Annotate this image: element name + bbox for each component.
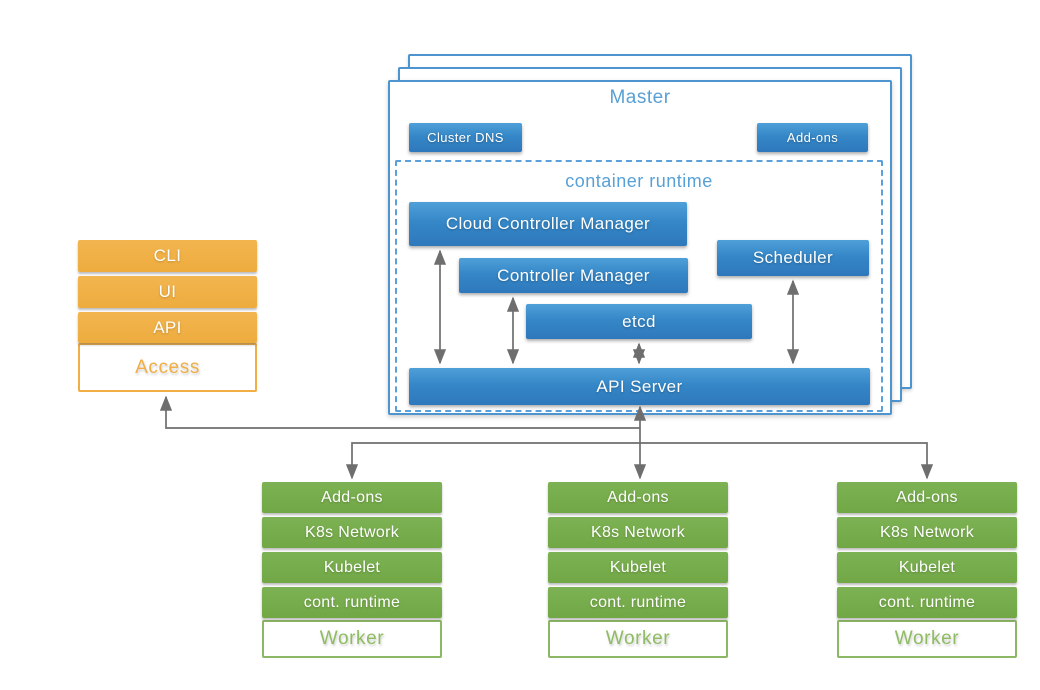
cloud-controller-manager-box: Cloud Controller Manager — [409, 202, 687, 246]
access-box: Access — [78, 343, 257, 392]
etcd-box: etcd — [526, 304, 752, 339]
worker-3-row-kubelet: Kubelet — [837, 552, 1017, 583]
worker-3-row-k8s-network: K8s Network — [837, 517, 1017, 548]
worker-2-row-cont-runtime: cont. runtime — [548, 587, 728, 618]
worker-3-box: Worker — [837, 620, 1017, 658]
access-row-ui: UI — [78, 276, 257, 308]
scheduler-box: Scheduler — [717, 240, 869, 276]
worker-1-row-kubelet: Kubelet — [262, 552, 442, 583]
worker-1-box: Worker — [262, 620, 442, 658]
worker-2-row-k8s-network: K8s Network — [548, 517, 728, 548]
container-runtime-title: container runtime — [565, 170, 713, 191]
worker-2-row-kubelet: Kubelet — [548, 552, 728, 583]
worker-2-row-add-ons: Add-ons — [548, 482, 728, 513]
master-title: Master — [609, 87, 671, 108]
access-row-api: API — [78, 312, 257, 343]
connector-api-server-worker-3 — [640, 442, 934, 480]
access-row-cli: CLI — [78, 240, 257, 272]
add-ons-badge: Add-ons — [757, 123, 868, 152]
connector-api-server-worker-1 — [345, 442, 640, 480]
worker-3-row-cont-runtime: cont. runtime — [837, 587, 1017, 618]
cluster-dns-badge: Cluster DNS — [409, 123, 522, 152]
worker-1-row-k8s-network: K8s Network — [262, 517, 442, 548]
worker-3-row-add-ons: Add-ons — [837, 482, 1017, 513]
worker-2-box: Worker — [548, 620, 728, 658]
api-server-box: API Server — [409, 368, 870, 405]
controller-manager-box: Controller Manager — [459, 258, 688, 293]
worker-1-row-add-ons: Add-ons — [262, 482, 442, 513]
worker-1-row-cont-runtime: cont. runtime — [262, 587, 442, 618]
